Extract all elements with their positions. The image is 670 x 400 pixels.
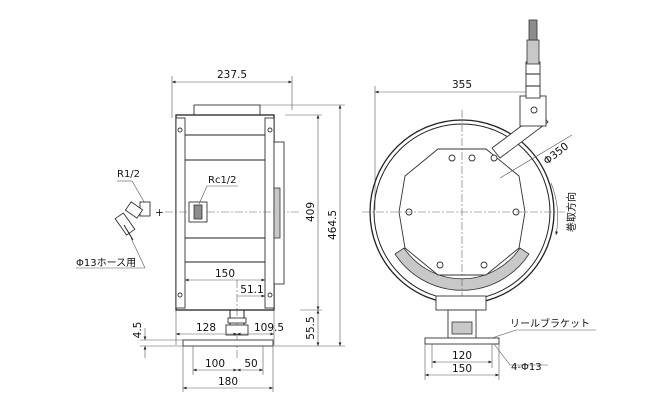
motor-head <box>526 39 540 65</box>
hole-note: 4-Φ13 <box>511 362 542 373</box>
base-plate <box>182 339 274 347</box>
inlet-fitting <box>114 201 151 241</box>
bracket-note: リールブラケット <box>510 317 590 330</box>
left-flange <box>175 117 186 309</box>
rotation-note: 巻取方向 <box>565 192 578 232</box>
top-plate <box>193 104 261 116</box>
bracket-base-plate <box>424 337 500 345</box>
reel-height-dimension: 409 <box>305 202 317 222</box>
bracket-inner-dimension: 120 <box>452 350 472 362</box>
right-span-dimension: 109.5 <box>254 322 284 334</box>
width-dimension: 237.5 <box>217 69 247 81</box>
stand-block <box>435 295 487 311</box>
offset-dimension: 51.1 <box>240 284 263 296</box>
spring-cover <box>273 187 281 239</box>
inlet-thread-label: R1/2 <box>117 169 140 180</box>
base-height-dimension: 55.5 <box>305 316 317 339</box>
base-width-dimension: 180 <box>218 376 238 388</box>
hose-note: Φ13ホース用 <box>76 257 136 269</box>
right-flange <box>264 117 275 309</box>
bolt-offset-dimension: 50 <box>244 358 257 370</box>
port-thread-label: Rc1/2 <box>208 175 237 186</box>
plus-mark: + <box>155 207 164 219</box>
drum-width-dimension: 150 <box>215 268 235 280</box>
side-view: 355 Φ350 巻取方向 <box>362 19 596 380</box>
motor-body <box>525 61 541 99</box>
total-height-dimension: 464.5 <box>327 210 339 240</box>
bolt-span-dimension: 100 <box>205 358 225 370</box>
bracket-outer-dimension: 150 <box>452 363 472 375</box>
base-thickness-dimension: 4.5 <box>132 322 144 339</box>
left-span-dimension: 128 <box>196 322 216 334</box>
front-view: 237.5 R1/2 + <box>76 69 345 392</box>
depth-dimension: 355 <box>452 79 472 91</box>
